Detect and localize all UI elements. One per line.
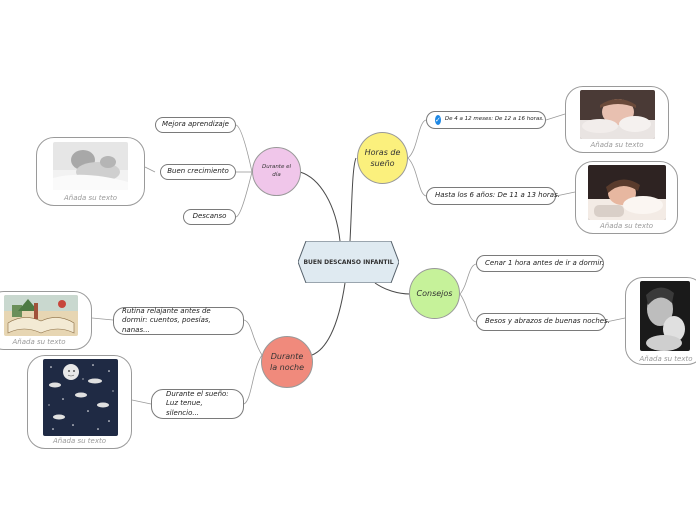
- image-card-beso-nocturno[interactable]: Añada su texto: [625, 277, 696, 365]
- topic-rutina[interactable]: Rutina relajante antes de dormir: cuento…: [113, 307, 244, 335]
- topic-durante-el-sueno[interactable]: Durante el sueño: Luz tenue, silencio...: [151, 389, 244, 419]
- topic-ninos[interactable]: Hasta los 6 años: De 11 a 13 horas.: [426, 187, 560, 205]
- topic-mejora-aprendizaje[interactable]: Mejora aprendizaje: [155, 117, 236, 133]
- branch-durante-la-noche[interactable]: Durante la noche: [261, 336, 313, 388]
- topic-bebes-label: De 4 a 12 meses: De 12 a 16 horas.: [444, 116, 544, 123]
- topic-buen-crecimiento[interactable]: Buen crecimiento: [160, 164, 236, 180]
- branch-consejos-label: Consejos: [416, 288, 453, 298]
- image-card-caption: Añada su texto: [52, 437, 106, 445]
- topic-ninos-label: Hasta los 6 años: De 11 a 13 horas.: [435, 191, 560, 200]
- branch-horas-de-sueno[interactable]: Horas de sueño: [357, 132, 408, 184]
- image-card-nino-durmiendo[interactable]: Añada su texto: [575, 161, 678, 234]
- topic-buen-crecimiento-label: Buen crecimiento: [167, 167, 229, 176]
- branch-durante-el-dia-label: Durante el día: [261, 163, 292, 178]
- image-card-caption: Añada su texto: [590, 141, 644, 149]
- topic-rutina-label: Rutina relajante antes de dormir: cuento…: [122, 306, 211, 334]
- baby-photo-image: [53, 142, 128, 190]
- parent-kiss-image: [640, 281, 690, 351]
- image-card-noche[interactable]: Añada su texto: [27, 355, 132, 449]
- branch-durante-la-noche-label: Durante la noche: [269, 351, 305, 372]
- central-topic[interactable]: BUEN DESCANSO INFANTIL: [298, 241, 399, 283]
- image-card-bebe-blanco[interactable]: Añada su texto: [36, 137, 145, 206]
- topic-besos[interactable]: Besos y abrazos de buenas noches.: [476, 313, 610, 331]
- topic-descanso[interactable]: Descanso: [183, 209, 236, 225]
- check-circle-icon: ✓: [435, 115, 441, 125]
- night-sky-image: [43, 359, 118, 436]
- topic-durante-el-sueno-label: Durante el sueño: Luz tenue, silencio...: [166, 389, 229, 417]
- topic-besos-label: Besos y abrazos de buenas noches.: [485, 317, 610, 326]
- storybook-image: [4, 295, 78, 336]
- image-card-bebe-durmiendo[interactable]: Añada su texto: [565, 86, 669, 153]
- sleeping-child-image: [588, 165, 666, 220]
- topic-cenar[interactable]: Cenar 1 hora antes de ir a dormir.: [476, 255, 604, 272]
- branch-horas-de-sueno-label: Horas de sueño: [364, 147, 401, 168]
- branch-consejos[interactable]: Consejos: [409, 268, 460, 319]
- central-topic-shape: [298, 241, 399, 283]
- image-card-cuento[interactable]: Añada su texto: [0, 291, 92, 350]
- topic-mejora-aprendizaje-label: Mejora aprendizaje: [162, 120, 229, 129]
- image-card-caption: Añada su texto: [12, 338, 66, 346]
- image-card-caption: Añada su texto: [639, 355, 693, 363]
- topic-descanso-label: Descanso: [192, 212, 227, 221]
- topic-bebes[interactable]: ✓ De 4 a 12 meses: De 12 a 16 horas.: [426, 111, 546, 129]
- central-topic-label: BUEN DESCANSO INFANTIL: [303, 258, 394, 266]
- sleeping-baby-image: [580, 90, 655, 139]
- image-card-caption: Añada su texto: [599, 222, 653, 230]
- topic-cenar-label: Cenar 1 hora antes de ir a dormir.: [485, 258, 604, 267]
- branch-durante-el-dia[interactable]: Durante el día: [252, 147, 301, 196]
- image-card-caption: Añada su texto: [63, 194, 117, 202]
